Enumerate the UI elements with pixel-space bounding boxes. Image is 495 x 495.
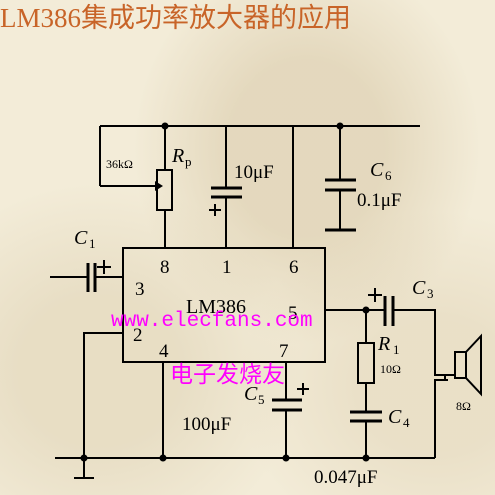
output-network [325, 288, 445, 462]
pin-2-label: 2 [133, 325, 143, 346]
potentiometer-rp [99, 122, 340, 248]
ground-symbol [74, 458, 94, 479]
chip-name: LM386 [186, 296, 246, 318]
lm386-chip [122, 247, 326, 363]
c6-value: 0.1μF [357, 190, 402, 211]
c5-letter: C [244, 383, 258, 405]
pin-5-label: 5 [288, 303, 298, 324]
cap10-value: 10μF [234, 162, 274, 183]
capacitor-c5 [272, 362, 309, 458]
capacitor-10uf [209, 126, 242, 248]
rp-sub: p [185, 154, 192, 169]
r1-sub: 1 [393, 342, 400, 357]
capacitor-c6 [292, 122, 420, 248]
c6-letter: C [370, 159, 384, 181]
pin-1-label: 1 [222, 257, 232, 278]
c5-value: 100μF [182, 414, 231, 435]
pin-2-ground-wire [83, 332, 123, 458]
speaker-icon [434, 333, 482, 458]
speaker-value: 8Ω [456, 399, 471, 413]
c5-sub: 5 [258, 392, 265, 407]
rp-value: 36kΩ [106, 157, 133, 171]
pin-8-label: 8 [160, 257, 170, 278]
c1-letter: C [74, 227, 88, 249]
rp-letter: R [171, 145, 184, 167]
watermark-url: www.elecfans.com [111, 310, 313, 333]
c3-sub: 3 [427, 286, 434, 301]
c4-letter: C [388, 406, 402, 428]
c6-sub: 6 [385, 168, 392, 183]
r1-value: 10Ω [380, 362, 401, 376]
r1-letter: R [377, 333, 390, 355]
c4-sub: 4 [403, 415, 410, 430]
c3-letter: C [412, 277, 426, 299]
pin-6-label: 6 [289, 257, 299, 278]
c4-value: 0.047μF [314, 467, 378, 488]
capacitor-c1 [50, 260, 123, 292]
watermark-cn: 电子发烧友 [170, 362, 285, 388]
pin-4-label: 4 [159, 341, 169, 362]
pin-3-label: 3 [135, 279, 145, 300]
c1-sub: 1 [89, 236, 96, 251]
pin-7-label: 7 [279, 341, 289, 362]
page-title: LM386集成功率放大器的应用 [0, 3, 351, 33]
